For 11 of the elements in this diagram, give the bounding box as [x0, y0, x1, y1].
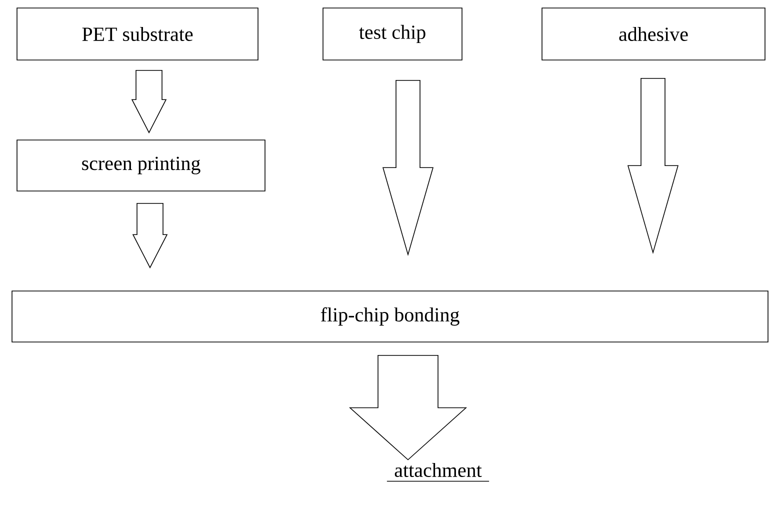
process-box: test chip [322, 8, 462, 60]
block-arrow [382, 80, 434, 256]
underlined-text: attachment [386, 462, 490, 482]
block-arrow [348, 355, 468, 460]
block-arrow [627, 78, 679, 254]
block-arrow [131, 70, 167, 134]
process-box: flip-chip bonding [12, 290, 768, 342]
block-arrow [132, 203, 168, 268]
process-box: adhesive [542, 8, 766, 60]
process-box: screen printing [16, 140, 266, 192]
process-box: PET substrate [16, 8, 258, 60]
